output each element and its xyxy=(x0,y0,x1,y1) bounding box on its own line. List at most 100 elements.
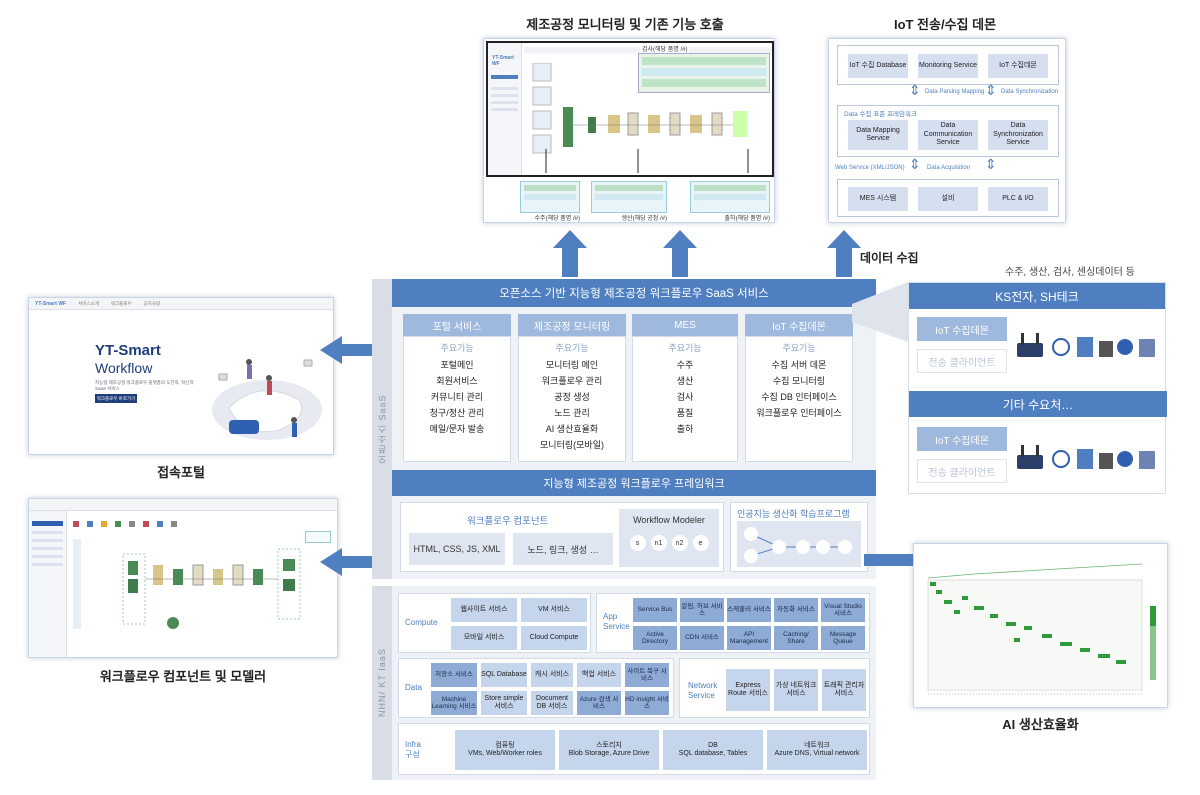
data-collect-label: 데이터 수집 xyxy=(860,251,919,265)
iot-demon-button[interactable]: IoT 수집데몬 xyxy=(917,427,1007,451)
up-arrow-icon xyxy=(827,230,861,248)
col-item: AI 생산효율화 xyxy=(545,424,599,434)
compute-label: Compute xyxy=(405,618,438,627)
col-sub-label: 주요기능 xyxy=(555,343,589,353)
col-item: 커뮤니티 관리 xyxy=(430,392,484,402)
data-item: 사이트 복구 서비스 xyxy=(625,663,669,687)
portal-nav-item[interactable]: 워크플로우 xyxy=(110,300,132,306)
data-group: Data 저장소 서비스 SQL Database 캐시 서비스 백업 서비스 … xyxy=(398,658,674,718)
col-item: 수집 모니터링 xyxy=(772,376,826,386)
supplier-header: KS전자, SH테크 xyxy=(909,283,1165,309)
col-sub-label: 주요기능 xyxy=(440,343,474,353)
data-label: Data xyxy=(405,683,422,692)
device-icons xyxy=(1017,445,1155,469)
col-item: 메일/문자 발송 xyxy=(429,424,485,434)
col-sub-label: 주요기능 xyxy=(668,343,702,353)
infra-item-sub: Blob Storage, Azure Drive xyxy=(568,750,650,757)
app-item: 자동화 서비스 xyxy=(774,598,818,622)
col-item: 수집 서버 데몬 xyxy=(771,360,827,370)
infra-item-title: 스토리지 xyxy=(596,741,622,749)
data-item: 저장소 서비스 xyxy=(431,663,477,687)
production-caption: 생산(해당 공정 /#) xyxy=(621,216,667,222)
portal-title: 접속포털 xyxy=(157,465,205,480)
infra-item-title: DB xyxy=(708,741,718,749)
app-item: API Management xyxy=(727,626,771,650)
infra-label: Infra 구성 xyxy=(405,740,422,759)
shipping-caption: 출하(해당 품명 /#) xyxy=(724,216,770,222)
shipping-panel xyxy=(690,181,770,213)
infra-item-sub: VMs, Web/Worker roles xyxy=(468,750,542,757)
infra-item-db: DB SQL database, Tables xyxy=(663,730,763,770)
infra-item-storage: 스토리지 Blob Storage, Azure Drive xyxy=(559,730,659,770)
portal-illustration xyxy=(212,359,322,440)
up-down-arrow-icon: ⇕ xyxy=(909,156,921,172)
compute-group: Compute 웹사이트 서비스 VM 서비스 모바일 서비스 Cloud Co… xyxy=(398,593,591,653)
workflow-toolbar xyxy=(73,521,273,529)
up-down-arrow-icon: ⇕ xyxy=(985,156,997,172)
portal-cta-button[interactable]: 워크플로우 바로가기 xyxy=(95,394,137,403)
app-item: Visual Studio 서비스 xyxy=(821,598,865,622)
data-item: Azure 검색 서비스 xyxy=(577,691,621,715)
workflow-canvas xyxy=(73,539,301,629)
link-label-sync: Data Synchronization xyxy=(1001,89,1059,95)
workflow-screenshot xyxy=(28,498,338,658)
production-panel xyxy=(591,181,667,213)
iot-db-box: IoT 수집 Database xyxy=(848,54,908,78)
iot-demon-button[interactable]: IoT 수집데몬 xyxy=(917,317,1007,341)
monitoring-title: 제조공정 모니터링 및 기존 기능 호출 xyxy=(526,17,724,32)
up-down-arrow-icon: ⇕ xyxy=(985,82,997,98)
iot-bottom-group: MES 시스템 설비 PLC & I/O xyxy=(837,179,1059,217)
framework-title: Data 수집 표준 프레임워크 xyxy=(844,111,917,118)
col-portal-body: 주요기능 포털메인 회원서비스 커뮤니티 관리 청구/정산 관리 메일/문자 발… xyxy=(403,336,511,462)
col-item: 워크플로우 인터페이스 xyxy=(756,408,842,418)
data-item: 백업 서비스 xyxy=(577,663,621,687)
order-panel xyxy=(520,181,580,213)
client-button[interactable]: 전송 클라이언트 xyxy=(917,459,1007,483)
modeler-box: Workflow Modeler s n1 n2 e xyxy=(619,509,719,567)
app-item: Message Queue xyxy=(821,626,865,650)
cloud-vertical-label: NHN/ KT IaaS xyxy=(372,586,392,780)
equipment-box: 설비 xyxy=(918,187,978,211)
monitoring-service-box: Monitoring Service xyxy=(918,54,978,78)
ai-chart xyxy=(927,563,1156,695)
col-item: 수주 xyxy=(676,360,694,370)
workflow-minimap xyxy=(305,531,331,543)
network-label: Network Service xyxy=(688,681,718,700)
neural-net-diagram xyxy=(744,527,852,563)
suppliers-panel: KS전자, SH테크 IoT 수집데몬 전송 클라이언트 기타 수요처… IoT… xyxy=(908,282,1167,494)
app-item: 스케줄러 서비스 xyxy=(727,598,771,622)
col-item: 검사 xyxy=(676,392,694,402)
infra-item-sub: Azure DNS, Virtual network xyxy=(774,750,860,757)
client-button[interactable]: 전송 클라이언트 xyxy=(917,349,1007,373)
mes-system-box: MES 시스템 xyxy=(848,187,908,211)
component-title: 워크플로우 컴포넌트 xyxy=(467,516,549,527)
network-item: 가상 네트워크 서비스 xyxy=(774,669,818,711)
modeler-node: n1 xyxy=(650,535,667,551)
connector-wedge xyxy=(852,282,908,342)
supplier-header: 기타 수요처… xyxy=(909,391,1167,417)
col-item: 수집 DB 인터페이스 xyxy=(761,392,837,402)
workflow-sidebar xyxy=(29,511,67,657)
monitoring-sidebar: YT-Smart WF xyxy=(488,43,522,175)
infra-item-sub: SQL database, Tables xyxy=(678,750,748,757)
portal-nav-item[interactable]: 서비스소개 xyxy=(78,300,99,306)
col-item: 공정 생성 xyxy=(554,392,590,402)
plc-io-box: PLC & I/O xyxy=(988,187,1048,211)
monitoring-logo: YT-Smart WF xyxy=(492,55,514,67)
col-monitoring-body: 주요기능 모니터링 메인 워크플로우 관리 공정 생성 노드 관리 AI 생산효… xyxy=(518,336,626,462)
device-icons xyxy=(1017,333,1155,357)
modeler-title: Workflow Modeler xyxy=(633,515,705,525)
col-portal-head: 포털 서비스 xyxy=(403,314,511,336)
col-item: 워크플로우 관리 xyxy=(541,376,603,386)
infra-item-title: 네트워크 xyxy=(804,741,830,749)
modeler-node: s xyxy=(629,535,646,551)
data-item: 캐시 서비스 xyxy=(531,663,573,687)
col-iot-body: 주요기능 수집 서버 데몬 수집 모니터링 수집 DB 인터페이스 워크플로우 … xyxy=(745,336,853,462)
portal-desc: 지능형 제조공정 워크플로우 플랫폼의 도전적, 혁신적 SaaS 서비스 xyxy=(95,380,194,391)
up-arrow-icon xyxy=(663,230,697,248)
data-sync-box: Data Synchronization Service xyxy=(988,120,1048,150)
portal-nav-item[interactable]: 공지사항 xyxy=(143,300,161,306)
ai-program-group: 인공지능 생산화 학습프로그램 xyxy=(730,502,868,572)
workflow-title: 워크플로우 컴포넌트 및 모델러 xyxy=(99,669,267,684)
col-item: 모니터링(모바일) xyxy=(540,440,604,450)
